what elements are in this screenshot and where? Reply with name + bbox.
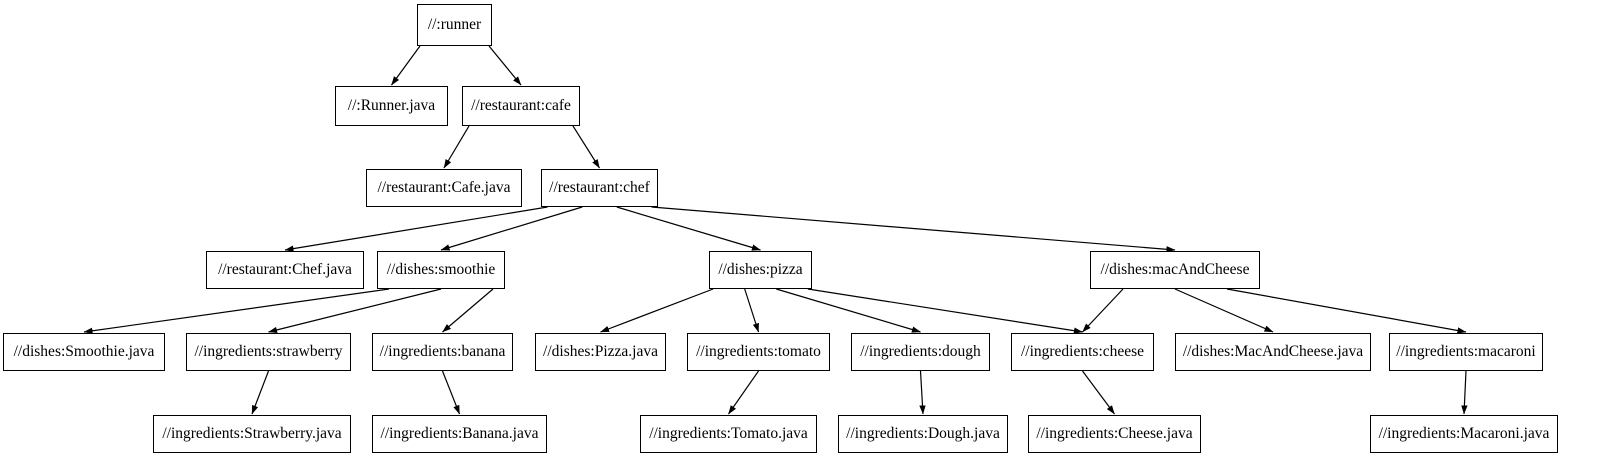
graph-node-label: //ingredients:dough <box>860 343 981 361</box>
graph-node-ing-dough-java[interactable]: //ingredients:Dough.java <box>838 415 1008 453</box>
graph-node-dishes-smoothie-java[interactable]: //dishes:Smoothie.java <box>3 333 165 371</box>
graph-node-ing-tomato[interactable]: //ingredients:tomato <box>687 333 830 371</box>
graph-node-label: //dishes:Smoothie.java <box>13 343 155 361</box>
graph-node-ing-macaroni[interactable]: //ingredients:macaroni <box>1389 333 1543 371</box>
graph-node-label: //restaurant:Chef.java <box>218 261 352 279</box>
graph-node-restaurant-chef[interactable]: //restaurant:chef <box>541 169 658 207</box>
graph-node-ing-strawberry[interactable]: //ingredients:strawberry <box>186 333 351 371</box>
graph-node-dishes-pizza[interactable]: //dishes:pizza <box>709 251 812 289</box>
graph-node-restaurant-cafe[interactable]: //restaurant:cafe <box>462 86 580 126</box>
graph-node-ing-dough[interactable]: //ingredients:dough <box>851 333 990 371</box>
graph-node-ing-macaroni-java[interactable]: //ingredients:Macaroni.java <box>1370 415 1558 453</box>
graph-node-label: //:Runner.java <box>347 97 436 115</box>
graph-node-label: //ingredients:Macaroni.java <box>1378 425 1550 443</box>
graph-node-restaurant-cafe-java[interactable]: //restaurant:Cafe.java <box>366 169 522 207</box>
graph-node-label: //ingredients:banana <box>379 343 506 361</box>
graph-node-ing-banana[interactable]: //ingredients:banana <box>372 333 513 371</box>
graph-node-label: //ingredients:cheese <box>1020 343 1145 361</box>
graph-node-ing-strawberry-java[interactable]: //ingredients:Strawberry.java <box>153 415 351 453</box>
graph-node-label: //:runner <box>427 16 482 34</box>
graph-node-label: //restaurant:Cafe.java <box>377 179 511 197</box>
graph-node-label: //ingredients:Cheese.java <box>1036 425 1193 443</box>
graph-node-ing-banana-java[interactable]: //ingredients:Banana.java <box>372 415 547 453</box>
graph-node-label: //ingredients:Strawberry.java <box>162 425 342 443</box>
graph-node-label: //dishes:pizza <box>718 261 803 279</box>
graph-node-dishes-pizza-java[interactable]: //dishes:Pizza.java <box>535 333 666 371</box>
graph-node-label: //dishes:Pizza.java <box>543 343 658 361</box>
graph-node-label: //dishes:MacAndCheese.java <box>1182 343 1364 361</box>
graph-node-label: //ingredients:strawberry <box>194 343 343 361</box>
graph-node-label: //restaurant:chef <box>549 179 650 197</box>
graph-node-label: //ingredients:macaroni <box>1396 343 1536 361</box>
graph-node-ing-tomato-java[interactable]: //ingredients:Tomato.java <box>640 415 817 453</box>
graph-node-ing-cheese[interactable]: //ingredients:cheese <box>1011 333 1154 371</box>
graph-node-runner[interactable]: //:runner <box>417 4 492 46</box>
graph-node-label: //restaurant:cafe <box>471 97 571 115</box>
graph-node-restaurant-chef-java[interactable]: //restaurant:Chef.java <box>206 251 364 289</box>
graph-node-label: //dishes:smoothie <box>386 261 496 279</box>
graph-node-dishes-smoothie[interactable]: //dishes:smoothie <box>377 251 505 289</box>
graph-node-dishes-macandcheese[interactable]: //dishes:macAndCheese <box>1090 251 1260 289</box>
graph-node-label: //ingredients:Dough.java <box>846 425 1000 443</box>
graph-node-label: //dishes:macAndCheese <box>1100 261 1250 279</box>
graph-node-label: //ingredients:Banana.java <box>380 425 539 443</box>
graph-node-dishes-mac-java[interactable]: //dishes:MacAndCheese.java <box>1175 333 1371 371</box>
graph-node-label: //ingredients:tomato <box>696 343 821 361</box>
graph-node-ing-cheese-java[interactable]: //ingredients:Cheese.java <box>1028 415 1201 453</box>
graph-node-runner-java[interactable]: //:Runner.java <box>335 86 448 126</box>
graph-node-label: //ingredients:Tomato.java <box>649 425 808 443</box>
